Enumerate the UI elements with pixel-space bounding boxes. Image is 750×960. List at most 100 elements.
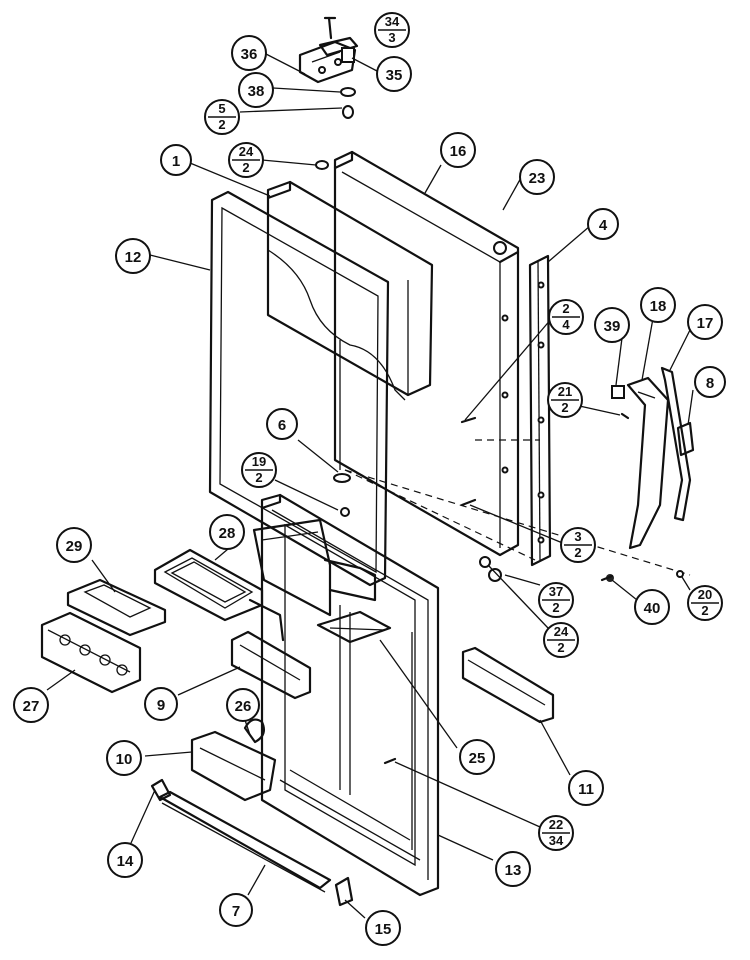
- callout-1-label: 1: [172, 153, 180, 170]
- callout-37-2: 37 2: [538, 582, 574, 618]
- callout-12: 12: [115, 238, 151, 274]
- callout-22-34-top: 22: [549, 817, 563, 832]
- callout-20-2: 20 2: [687, 585, 723, 621]
- callout-9-label: 9: [157, 697, 165, 714]
- callout-36: 36: [231, 35, 267, 71]
- callout-21-2: 21 2: [547, 382, 583, 418]
- callout-35: 35: [376, 56, 412, 92]
- callout-23-label: 23: [529, 170, 546, 187]
- callout-37-2-bottom: 2: [552, 600, 559, 615]
- callout-5-2-bottom: 2: [218, 117, 225, 132]
- callout-3-2-top: 3: [574, 529, 581, 544]
- callout-2-4-bottom: 4: [562, 317, 570, 332]
- callout-6: 6: [266, 408, 298, 440]
- callout-15-label: 15: [375, 921, 392, 938]
- callout-8-label: 8: [706, 375, 714, 392]
- bottom-trim-bar: [150, 778, 354, 907]
- callout-12-label: 12: [125, 249, 142, 266]
- callout-2-4-top: 2: [562, 301, 569, 316]
- callout-17: 17: [687, 304, 723, 340]
- callout-40: 40: [634, 589, 670, 625]
- callout-29: 29: [56, 527, 92, 563]
- callout-4-label: 4: [599, 217, 608, 234]
- callout-13-label: 13: [505, 862, 522, 879]
- callout-16-label: 16: [450, 143, 467, 160]
- callout-6-label: 6: [278, 417, 286, 434]
- callout-8: 8: [694, 366, 726, 398]
- callout-27-label: 26: [235, 698, 252, 715]
- callout-28: 28: [209, 514, 245, 550]
- callout-7-label: 7: [232, 903, 240, 920]
- callout-34-3: 34 3: [374, 12, 410, 48]
- callout-17-label: 17: [697, 315, 714, 332]
- callout-22-34: 22 34: [538, 815, 574, 851]
- callout-3-2: 3 2: [560, 527, 596, 563]
- callout-13: 13: [495, 851, 531, 887]
- door-handle-trim-strip: [528, 254, 552, 567]
- freezer-door-gasket-and-liner: [208, 180, 434, 587]
- callout-39: 39: [594, 307, 630, 343]
- callout-24-2-top: 24 2: [228, 142, 264, 178]
- egg-tray: [40, 611, 142, 694]
- fresh-food-liner: [252, 518, 392, 644]
- callout-18-label: 18: [650, 298, 667, 315]
- callout-9: 9: [144, 687, 178, 721]
- callout-24-2-bottom: 24 2: [543, 622, 579, 658]
- callout-21-2-bottom: 2: [561, 400, 568, 415]
- callout-38-label: 38: [248, 83, 265, 100]
- callout-37-2-top: 37: [549, 584, 563, 599]
- callout-39-label: 39: [604, 318, 621, 335]
- callout-24-2b-top: 24: [554, 624, 569, 639]
- callout-27: 26: [226, 688, 260, 722]
- callout-25-label: 25: [469, 750, 486, 767]
- callout-5-2-top: 5: [218, 101, 225, 116]
- callout-10: 10: [106, 740, 142, 776]
- callout-11-label: 11: [578, 781, 594, 798]
- callout-24-2a-top: 24: [239, 144, 254, 159]
- callout-15: 15: [365, 910, 401, 946]
- callout-1: 1: [160, 144, 192, 176]
- callout-24-2b-bottom: 2: [557, 640, 564, 655]
- callout-35-label: 35: [386, 67, 403, 84]
- callout-29-label: 29: [66, 538, 83, 555]
- callout-5-2: 5 2: [204, 99, 240, 135]
- callout-19-2-bottom: 2: [255, 470, 262, 485]
- butter-compartment: [153, 548, 264, 622]
- callout-28-label: 28: [219, 525, 236, 542]
- callout-18: 18: [640, 287, 676, 323]
- callout-22-34-bottom: 34: [549, 833, 564, 848]
- callout-14-label: 14: [117, 853, 134, 870]
- callout-19-2: 19 2: [241, 452, 277, 488]
- callout-2-4: 2 4: [548, 299, 584, 335]
- callout-26: 27: [13, 687, 49, 723]
- fastener-hardware: [383, 416, 684, 765]
- callout-34-3-bottom: 3: [388, 30, 395, 45]
- callout-38: 38: [238, 72, 274, 108]
- lower-bracket-and-spring: [190, 718, 277, 802]
- egg-tray-cover: [66, 578, 167, 637]
- handle-assembly: [606, 366, 695, 582]
- callout-25: 25: [459, 739, 495, 775]
- callout-11: 11: [568, 770, 604, 806]
- callout-4: 4: [587, 208, 619, 240]
- callout-19-2-top: 19: [252, 454, 266, 469]
- freezer-door-outer-panel: [333, 150, 520, 557]
- callout-10-label: 10: [116, 751, 133, 768]
- alignment-lines: [344, 439, 691, 576]
- callout-20-2-top: 20: [698, 587, 712, 602]
- callout-40-label: 40: [644, 600, 661, 617]
- callout-36-label: 36: [241, 46, 258, 63]
- callout-20-2-bottom: 2: [701, 603, 708, 618]
- callout-21-2-top: 21: [558, 384, 572, 399]
- callout-26-label: 27: [23, 698, 40, 715]
- callout-leader-lines: [46, 53, 694, 919]
- callout-23: 23: [519, 159, 555, 195]
- callout-16: 16: [440, 132, 476, 168]
- callout-3-2-bottom: 2: [574, 545, 581, 560]
- callout-7: 7: [219, 893, 253, 927]
- bottom-hinge-bracket: [461, 646, 555, 724]
- callout-34-3-top: 34: [385, 14, 400, 29]
- top-hinge-assembly: [298, 16, 359, 170]
- dairy-door-chute: [230, 598, 312, 700]
